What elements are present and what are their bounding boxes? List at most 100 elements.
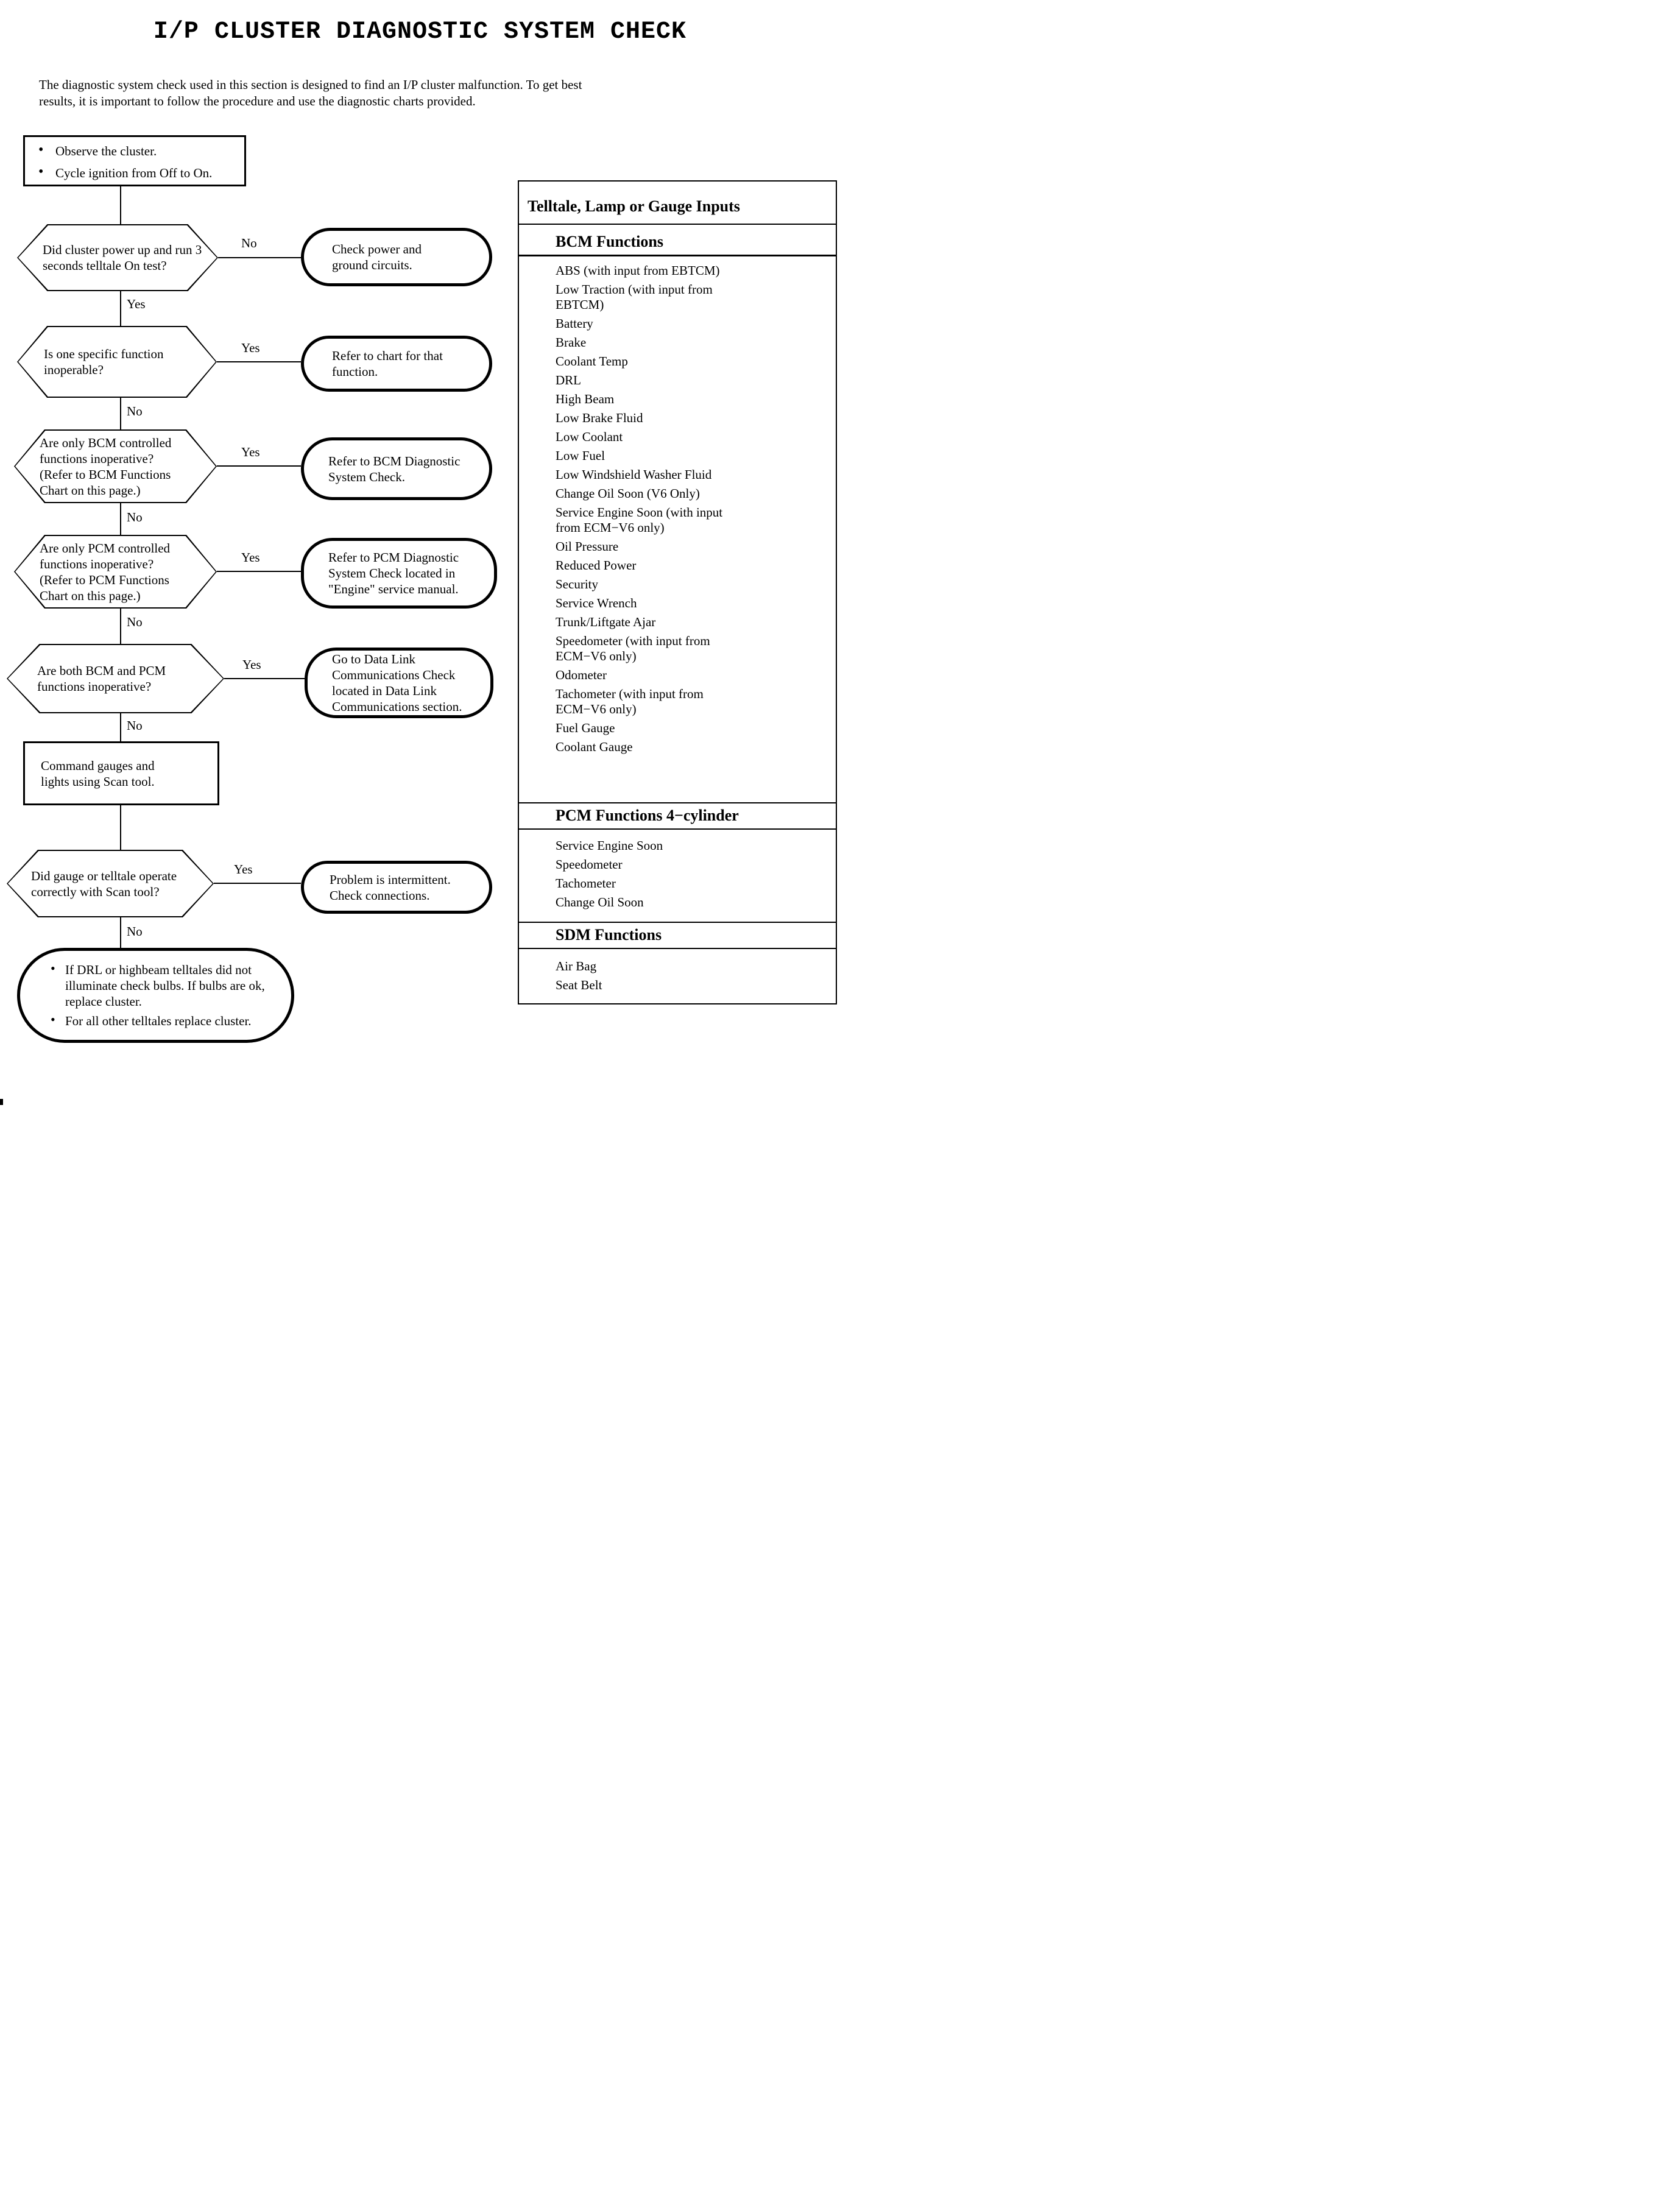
connector-vertical xyxy=(120,713,121,741)
connector-horizontal xyxy=(217,361,301,362)
intro-text: The diagnostic system check used in this… xyxy=(39,77,582,108)
decision-4-question: Are only PCM controlled functions inoper… xyxy=(40,540,171,603)
table-item: Trunk/Liftgate Ajar xyxy=(556,615,656,629)
connector-horizontal xyxy=(224,678,305,679)
table-item: Service Wrench xyxy=(556,596,637,610)
connector-vertical xyxy=(120,291,121,326)
divider-line xyxy=(519,922,836,923)
table-item: Low Coolant xyxy=(556,429,623,444)
final-bullet-item: If DRL or highbeam telltales did not ill… xyxy=(46,961,280,1009)
decision-4-hexagon: Are only PCM controlled functions inoper… xyxy=(14,535,217,609)
table-item: Low Fuel xyxy=(556,448,605,463)
final-bullet-list: If DRL or highbeam telltales did not ill… xyxy=(20,958,280,1033)
connector-horizontal xyxy=(217,571,301,572)
scan-artifact xyxy=(0,1099,3,1105)
decision-1-hexagon-fill xyxy=(18,225,217,290)
decision-6-side-label: Yes xyxy=(234,862,253,877)
section-heading-pcm: PCM Functions 4−cylinder xyxy=(556,807,739,824)
connector-vertical xyxy=(120,398,121,429)
decision-1-result-oval: Check power and ground circuits. xyxy=(301,228,492,286)
decision-2-down-label: No xyxy=(127,404,143,418)
decision-5-hexagon-fill xyxy=(8,645,223,712)
decision-1-side-label: No xyxy=(241,236,257,250)
pcm-items-list: Service Engine Soon Speedometer Tachomet… xyxy=(556,838,738,914)
decision-2-question: Is one specific function inoperable? xyxy=(44,347,164,377)
command-box-text: Command gauges and lights using Scan too… xyxy=(41,758,155,789)
divider-line xyxy=(519,802,836,803)
table-item: Reduced Power xyxy=(556,558,637,573)
decision-2-side-label: Yes xyxy=(241,341,260,355)
table-item: Air Bag xyxy=(556,959,597,973)
decision-1-hexagon: Did cluster power up and run 3 seconds t… xyxy=(17,224,218,291)
divider-line xyxy=(519,828,836,830)
table-item: Service Engine Soon (with input from ECM… xyxy=(556,505,723,535)
table-item: Speedometer xyxy=(556,857,623,872)
table-item: Tachometer (with input from ECM−V6 only) xyxy=(556,687,704,716)
table-item: Tachometer xyxy=(556,876,616,891)
table-item: Coolant Temp xyxy=(556,354,628,369)
table-item: High Beam xyxy=(556,392,615,406)
decision-4-side-label: Yes xyxy=(241,550,260,565)
table-item: Security xyxy=(556,577,598,591)
connector-vertical xyxy=(120,186,121,224)
divider-line xyxy=(519,948,836,949)
start-bullet-list: Observe the cluster. Cycle ignition from… xyxy=(25,142,244,181)
decision-3-hexagon-fill xyxy=(15,431,216,502)
decision-1-result-text: Check power and ground circuits. xyxy=(332,242,422,272)
start-bullet-item: Observe the cluster. xyxy=(25,142,244,159)
page-title: I/P CLUSTER DIAGNOSTIC SYSTEM CHECK xyxy=(153,18,687,46)
decision-4-result-text: Refer to PCM Diagnostic System Check loc… xyxy=(328,550,459,596)
table-item: Service Engine Soon xyxy=(556,838,663,853)
decision-5-question: Are both BCM and PCM functions inoperati… xyxy=(37,663,166,694)
decision-3-question: Are only BCM controlled functions inoper… xyxy=(40,435,172,498)
decision-3-side-label: Yes xyxy=(241,445,260,459)
table-item: Low Brake Fluid xyxy=(556,411,643,425)
decision-6-hexagon: Did gauge or telltale operate correctly … xyxy=(7,850,214,917)
decision-6-question: Did gauge or telltale operate correctly … xyxy=(31,868,177,899)
connector-vertical xyxy=(120,917,121,948)
inputs-table: Telltale, Lamp or Gauge Inputs BCM Funct… xyxy=(518,180,837,1004)
decision-1-question: Did cluster power up and run 3 seconds t… xyxy=(43,242,202,273)
sdm-items-list: Air Bag Seat Belt xyxy=(556,959,738,997)
decision-2-hexagon: Is one specific function inoperable? xyxy=(17,326,217,398)
decision-5-side-label: Yes xyxy=(242,657,261,672)
decision-6-result-oval: Problem is intermittent. Check connectio… xyxy=(301,861,492,914)
table-item: Seat Belt xyxy=(556,978,602,992)
table-item: DRL xyxy=(556,373,581,387)
section-heading-sdm: SDM Functions xyxy=(556,926,662,944)
connector-horizontal xyxy=(218,257,301,258)
decision-2-hexagon-fill xyxy=(18,327,216,397)
decision-6-down-label: No xyxy=(127,924,143,939)
command-box: Command gauges and lights using Scan too… xyxy=(23,741,219,805)
table-item: Low Traction (with input from EBTCM) xyxy=(556,282,713,312)
decision-6-hexagon-fill xyxy=(8,851,213,916)
table-item: Battery xyxy=(556,316,593,331)
table-item: Oil Pressure xyxy=(556,539,619,554)
table-item: Change Oil Soon (V6 Only) xyxy=(556,486,700,501)
decision-2-result-oval: Refer to chart for that function. xyxy=(301,336,492,392)
document-page: I/P CLUSTER DIAGNOSTIC SYSTEM CHECK The … xyxy=(0,0,840,1105)
table-item: Fuel Gauge xyxy=(556,721,615,735)
table-item: Change Oil Soon xyxy=(556,895,644,909)
decision-3-down-label: No xyxy=(127,510,143,524)
decision-4-down-label: No xyxy=(127,615,143,629)
decision-3-result-oval: Refer to BCM Diagnostic System Check. xyxy=(301,437,492,500)
decision-4-hexagon-fill xyxy=(15,536,216,607)
decision-5-result-oval: Go to Data Link Communications Check loc… xyxy=(305,648,493,718)
connector-horizontal xyxy=(214,883,301,884)
connector-vertical xyxy=(120,503,121,535)
decision-5-result-text: Go to Data Link Communications Check loc… xyxy=(332,652,462,714)
table-item: ABS (with input from EBTCM) xyxy=(556,263,720,278)
connector-horizontal xyxy=(217,465,301,467)
table-item: Odometer xyxy=(556,668,607,682)
decision-3-hexagon: Are only BCM controlled functions inoper… xyxy=(14,429,217,503)
decision-4-result-oval: Refer to PCM Diagnostic System Check loc… xyxy=(301,538,497,609)
divider-line xyxy=(519,224,836,225)
section-heading-bcm: BCM Functions xyxy=(556,233,663,250)
final-bullet-item: For all other telltales replace cluster. xyxy=(46,1012,280,1029)
table-item: Low Windshield Washer Fluid xyxy=(556,467,712,482)
divider-line-thick xyxy=(519,255,836,256)
final-action-oval: If DRL or highbeam telltales did not ill… xyxy=(17,948,294,1043)
connector-vertical xyxy=(120,609,121,644)
decision-5-down-label: No xyxy=(127,718,143,733)
